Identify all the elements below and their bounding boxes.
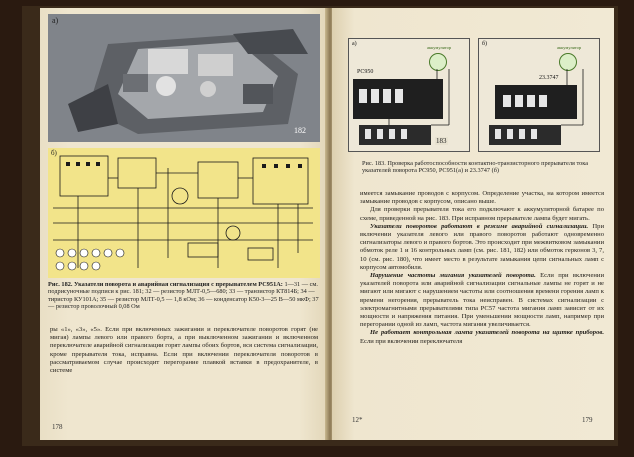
open-book: a) 182	[22, 6, 618, 446]
paragraph: Нарушение частоты мигания указателей пов…	[360, 272, 604, 329]
figure-tag: 183	[435, 137, 448, 145]
figure-183b: б) аккумулятор 23.3747	[478, 38, 600, 152]
footer-mark: 12*	[352, 416, 363, 424]
right-page: a) аккумулятор РС950 18	[332, 8, 614, 440]
caption-body: 1—31 — см. подрисуночные подписи к рис. …	[48, 281, 319, 311]
paragraph: имеется замыкание проводов с корпусом. О…	[360, 190, 604, 206]
paragraph-lead: Нарушение частоты мигания указателей пов…	[370, 272, 536, 280]
paragraph-lead: Не работает контрольная лампа указателей…	[370, 329, 604, 337]
page-number-right: 179	[582, 416, 593, 424]
figure-182a-photo: a) 182	[48, 14, 320, 142]
paragraph-lead: Указатели поворотов работают в режиме ав…	[370, 222, 589, 230]
figure-182b-circuit-diagram: б)	[48, 148, 320, 278]
figure-b-label: б)	[482, 41, 488, 47]
left-page: a) 182	[40, 8, 328, 440]
battery-label: аккумулятор	[427, 45, 452, 50]
body-text: ры «1», «3», «5». Если при включенных за…	[50, 326, 318, 375]
right-body-text: имеется замыкание проводов с корпусом. О…	[360, 190, 604, 346]
figure-caption: Рис. 183. Проверка работоспособности кон…	[362, 160, 589, 175]
figure-number-tag: 182	[294, 126, 306, 135]
paragraph: Для проверки прерывателя тока его подклю…	[360, 206, 604, 222]
lamp-icon	[429, 53, 447, 71]
paragraph: Указатели поворотов работают в режиме ав…	[360, 222, 604, 271]
device-b-label: 23.3747	[539, 75, 559, 81]
paragraph: Не работает контрольная лампа указателей…	[360, 329, 604, 345]
battery-label: аккумулятор	[557, 45, 582, 50]
lamp-icon	[559, 53, 577, 71]
figure-183a: a) аккумулятор РС950 18	[348, 38, 470, 152]
book-gutter	[325, 8, 335, 440]
caption-title: Рис. 182. Указатели поворота и аварийная…	[48, 281, 283, 288]
figure-a-label: a)	[52, 16, 59, 25]
figure-b-label: б)	[51, 149, 57, 157]
page-number-left: 178	[52, 423, 63, 431]
device-a-label: РС950	[357, 69, 374, 75]
figure-caption: Рис. 182. Указатели поворота и аварийная…	[48, 281, 320, 311]
figure-a-label: a)	[352, 41, 357, 47]
